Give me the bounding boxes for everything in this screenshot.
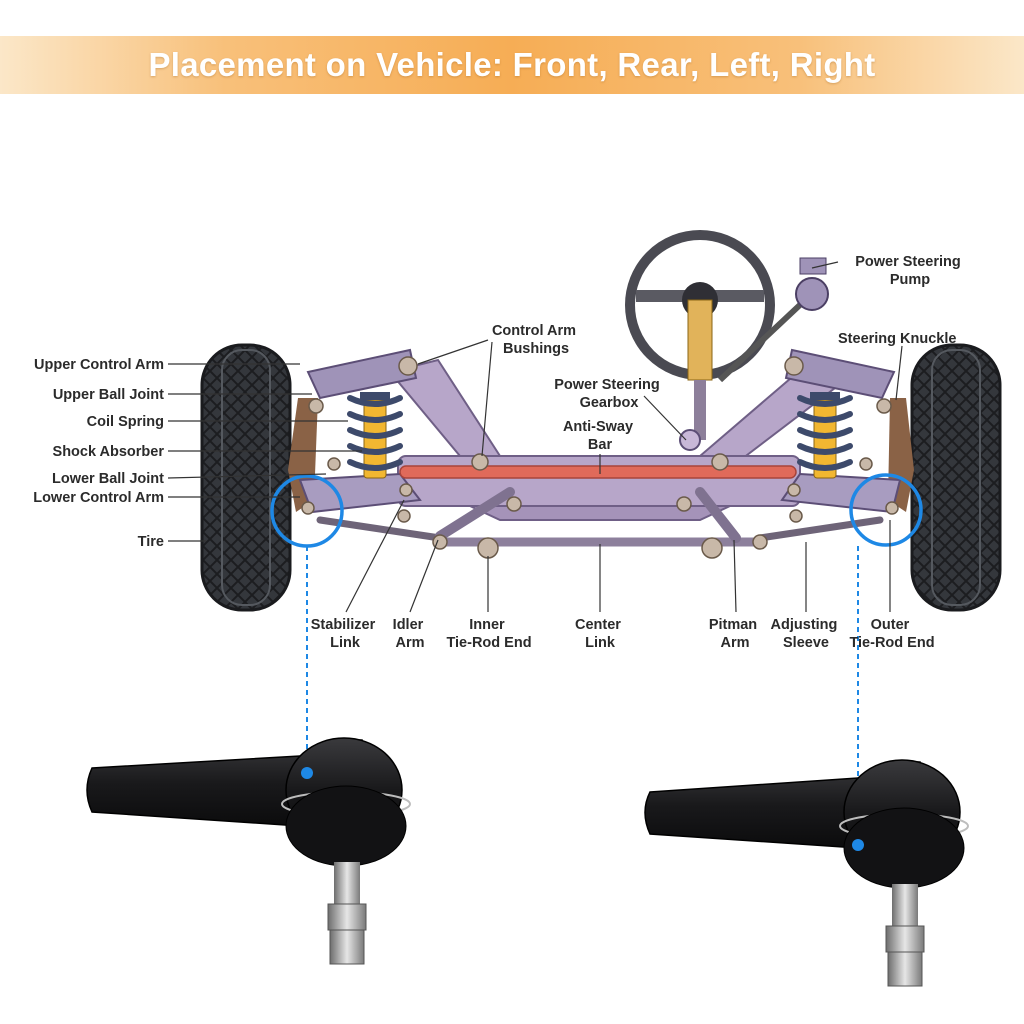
left-coil-spring (347, 395, 403, 471)
banner-title: Placement on Vehicle: Front, Rear, Left,… (148, 46, 876, 83)
label-upper-ball-joint: Upper Ball Joint (53, 387, 164, 403)
label-lower-ball-joint: Lower Ball Joint (52, 471, 164, 487)
right-tire (910, 343, 1002, 612)
label-idler-arm: Idler Arm (393, 617, 428, 651)
label-anti-sway-bar: Anti-Sway Bar (563, 419, 637, 453)
top-labels: Control Arm Bushings Power Steering Pump… (492, 254, 965, 453)
power-steering-pump (717, 257, 829, 383)
right-coil-spring (797, 395, 853, 471)
right-tie-rod-end-product (644, 759, 969, 987)
right-outer-tie-rod-highlight (849, 473, 923, 547)
left-tire (200, 343, 292, 612)
steering-wheel (625, 230, 775, 440)
label-stabilizer-link: Stabilizer Link (311, 617, 380, 651)
left-upper-control-arm (306, 348, 418, 400)
anti-sway-bar (399, 465, 797, 479)
bushings (301, 356, 899, 559)
idler-arm (435, 487, 515, 541)
label-tire: Tire (138, 534, 164, 550)
label-outer-tie-rod-end: Outer Tie-Rod End (849, 617, 934, 651)
left-labels: Upper Control Arm Upper Ball Joint Coil … (33, 357, 164, 550)
title-banner: Placement on Vehicle: Front, Rear, Left,… (0, 36, 1024, 94)
label-shock-absorber: Shock Absorber (53, 444, 165, 460)
left-tie-rod-end-product (86, 737, 411, 965)
label-power-steering-gearbox: Power Steering Gearbox (554, 377, 664, 411)
label-coil-spring: Coil Spring (87, 414, 164, 430)
label-steering-knuckle: Steering Knuckle (838, 331, 956, 347)
label-pitman-arm: Pitman Arm (709, 617, 761, 651)
label-lower-control-arm: Lower Control Arm (33, 490, 164, 506)
label-inner-tie-rod-end: Inner Tie-Rod End (446, 617, 531, 651)
leader-lines (167, 261, 903, 613)
label-control-arm-bushings: Control Arm Bushings (492, 323, 580, 357)
label-power-steering-pump: Power Steering Pump (855, 254, 965, 288)
pitman-arm (695, 487, 741, 543)
bottom-labels: Stabilizer Link Idler Arm Inner Tie-Rod … (311, 617, 935, 651)
label-center-link: Center Link (575, 617, 625, 651)
power-steering-gearbox (679, 429, 701, 451)
steering-linkage (316, 516, 884, 547)
label-adjusting-sleeve: Adjusting Sleeve (771, 617, 842, 651)
label-upper-control-arm: Upper Control Arm (34, 357, 164, 373)
